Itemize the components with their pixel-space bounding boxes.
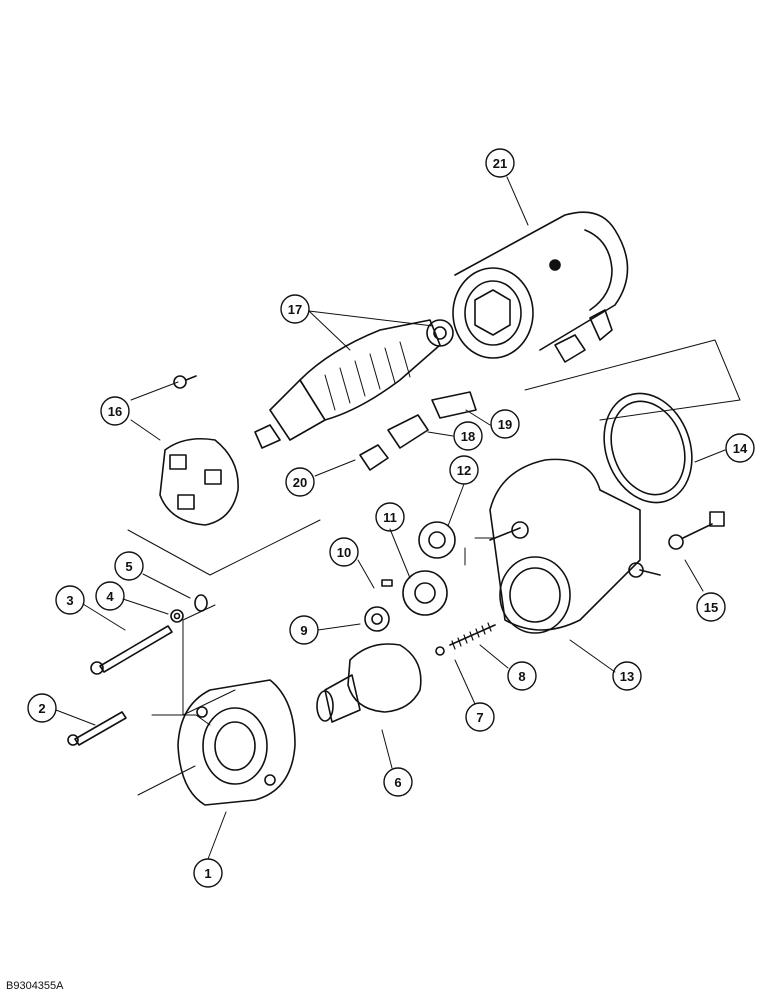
seal-ring bbox=[603, 392, 693, 504]
svg-text:13: 13 bbox=[620, 669, 634, 684]
callout-3: 3 bbox=[55, 585, 85, 615]
svg-text:14: 14 bbox=[733, 441, 748, 456]
fasteners bbox=[67, 594, 208, 746]
svg-text:5: 5 bbox=[125, 559, 132, 574]
callout-11: 11 bbox=[375, 502, 405, 532]
svg-text:12: 12 bbox=[457, 463, 471, 478]
svg-text:7: 7 bbox=[476, 710, 483, 725]
callout-1: 1 bbox=[193, 858, 223, 888]
brush-holder bbox=[159, 375, 239, 526]
svg-text:16: 16 bbox=[108, 404, 122, 419]
callout-13: 13 bbox=[612, 661, 642, 691]
terminal bbox=[668, 511, 725, 550]
callout-2: 2 bbox=[27, 693, 57, 723]
callout-19: 19 bbox=[490, 409, 520, 439]
svg-text:9: 9 bbox=[300, 623, 307, 638]
callout-15: 15 bbox=[696, 592, 726, 622]
callout-6: 6 bbox=[383, 767, 413, 797]
alignment-lines bbox=[127, 339, 741, 796]
callout-7: 7 bbox=[465, 702, 495, 732]
svg-text:18: 18 bbox=[461, 429, 475, 444]
svg-text:6: 6 bbox=[394, 775, 401, 790]
callouts: 1 2 3 4 5 6 7 8 9 10 11 12 13 14 15 16 1… bbox=[27, 148, 755, 888]
spring-ball bbox=[435, 622, 496, 656]
callout-12: 12 bbox=[449, 455, 479, 485]
gears bbox=[364, 521, 456, 632]
callout-14: 14 bbox=[725, 433, 755, 463]
callout-16: 16 bbox=[100, 396, 130, 426]
callout-20: 20 bbox=[285, 467, 315, 497]
svg-text:4: 4 bbox=[106, 589, 114, 604]
armature bbox=[254, 319, 454, 449]
callout-5: 5 bbox=[114, 551, 144, 581]
svg-text:17: 17 bbox=[288, 302, 302, 317]
plates bbox=[359, 391, 477, 471]
svg-text:2: 2 bbox=[38, 701, 45, 716]
figure-reference: B9304355A bbox=[6, 980, 64, 992]
callout-10: 10 bbox=[329, 537, 359, 567]
svg-text:3: 3 bbox=[66, 593, 73, 608]
callout-leaders bbox=[55, 176, 726, 860]
svg-text:20: 20 bbox=[293, 475, 307, 490]
drive-end-housing bbox=[177, 679, 296, 806]
drive-pinion bbox=[316, 643, 422, 723]
svg-text:8: 8 bbox=[518, 669, 525, 684]
motor-frame bbox=[452, 211, 629, 363]
callout-8: 8 bbox=[507, 661, 537, 691]
gear-housing bbox=[489, 458, 661, 634]
svg-text:15: 15 bbox=[704, 600, 718, 615]
callout-18: 18 bbox=[453, 421, 483, 451]
svg-text:11: 11 bbox=[383, 510, 397, 525]
callout-17: 17 bbox=[280, 294, 310, 324]
svg-text:10: 10 bbox=[337, 545, 351, 560]
svg-text:19: 19 bbox=[498, 417, 512, 432]
svg-text:21: 21 bbox=[493, 156, 507, 171]
svg-text:1: 1 bbox=[204, 866, 211, 881]
callout-4: 4 bbox=[95, 581, 125, 611]
callout-21: 21 bbox=[485, 148, 515, 178]
callout-9: 9 bbox=[289, 615, 319, 645]
